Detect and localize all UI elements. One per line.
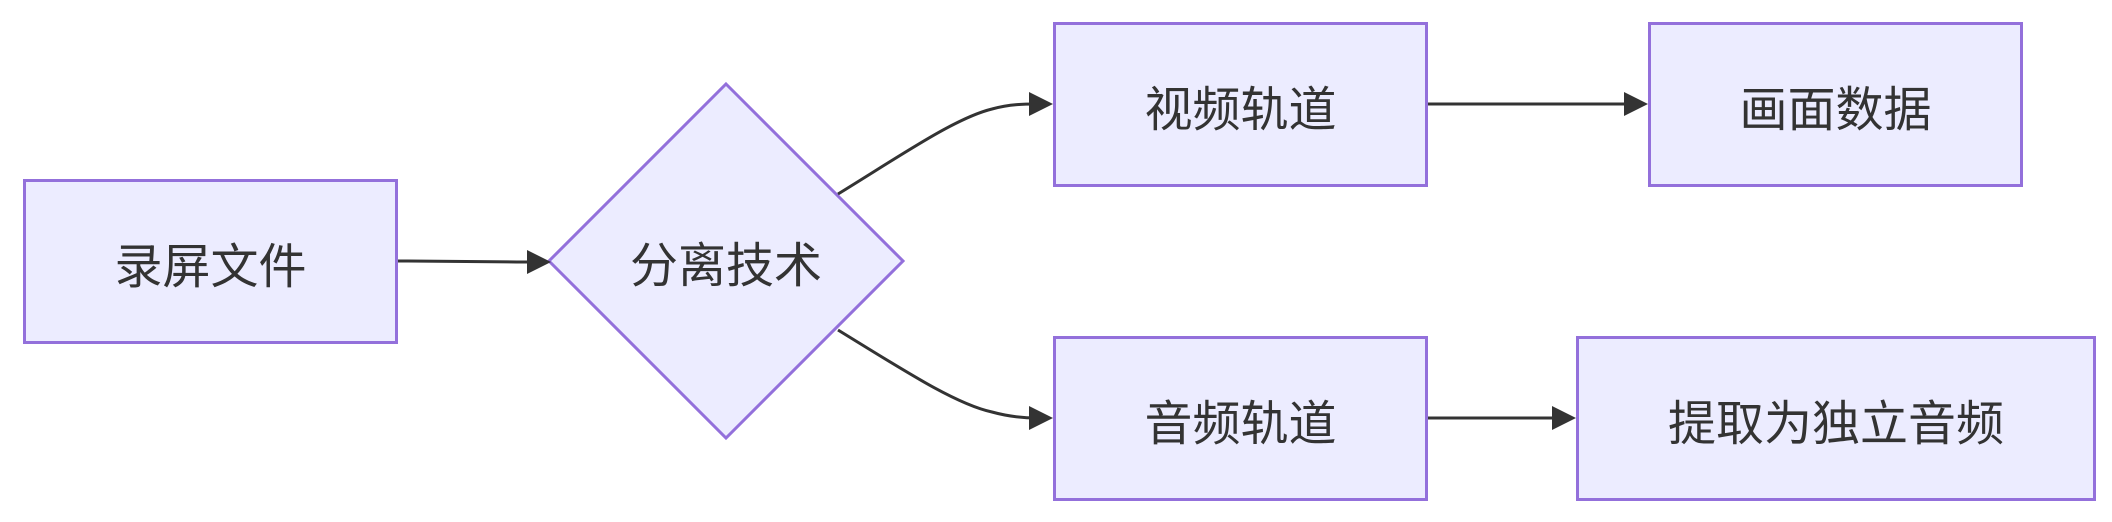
node-separation-label: 分离技术 [629, 238, 822, 294]
edge-separation-to-audio [837, 328, 1039, 420]
decision-diamond-shape [546, 81, 906, 441]
arrowhead-recording-to-separation [527, 250, 551, 274]
node-extract-audio: 提取为独立音频 [1576, 336, 2096, 501]
node-picture-data: 画面数据 [1648, 22, 2023, 187]
arrowhead-video-to-picture [1624, 92, 1648, 116]
edge-recording-to-separation [398, 259, 538, 264]
arrowhead-separation-to-audio [1029, 406, 1053, 430]
node-video-track: 视频轨道 [1053, 22, 1428, 187]
node-audio-track: 音频轨道 [1053, 336, 1428, 501]
edge-separation-to-video [837, 102, 1039, 196]
node-recording-file: 录屏文件 [23, 179, 398, 344]
arrowhead-separation-to-video [1029, 92, 1053, 116]
arrowhead-audio-to-extract [1552, 406, 1576, 430]
